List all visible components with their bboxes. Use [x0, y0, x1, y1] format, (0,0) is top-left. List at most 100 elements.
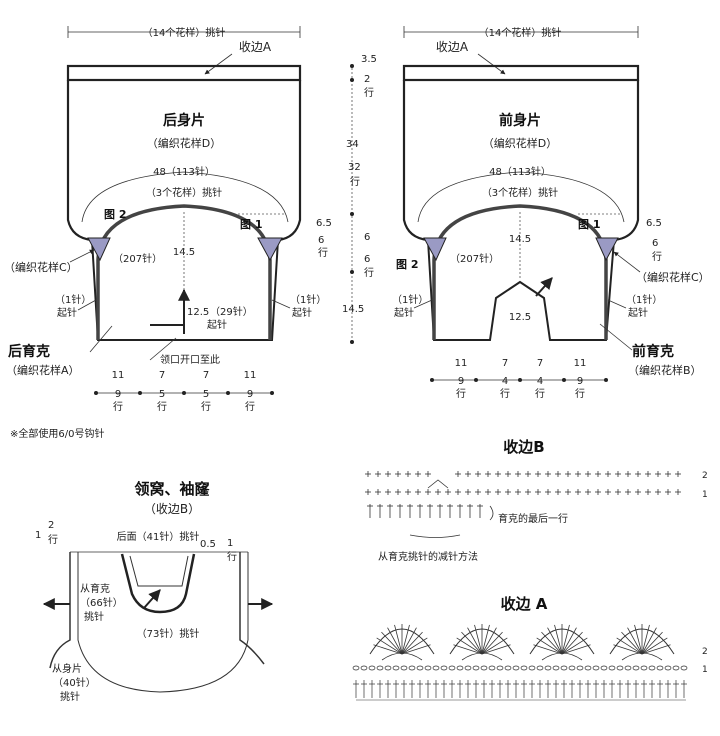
front-motif-pick: （3个花样）挑针: [482, 186, 558, 199]
front-pattern: （编织花样D）: [483, 136, 557, 150]
front-b3-bot: 行: [575, 387, 585, 400]
front-top-band: [402, 64, 640, 82]
front-edging-label: 收边A: [436, 40, 469, 54]
neck-body-sts: （40针）: [53, 676, 96, 689]
back-yoke-title: 后育克: [8, 343, 50, 360]
neck-right-h: 1: [227, 538, 233, 549]
front-title: 前身片: [499, 112, 541, 129]
back-fig-1: 图 1: [240, 218, 262, 231]
dim-d3-unit: 行: [364, 266, 374, 279]
center-dimensions: 3.5 2 行 34 32 行 6 6 行 14.5: [342, 54, 377, 344]
edge-b-stitches: [365, 471, 681, 538]
front-curve-dim: 48（113针）: [489, 165, 551, 178]
dim-d1: 3.5: [361, 54, 377, 65]
neck-left-rows: 2: [48, 520, 54, 531]
dim-d2: 34: [346, 139, 359, 150]
front-b2-mid: 4: [537, 376, 543, 387]
front-b2-top: 7: [537, 358, 543, 369]
edge-a-title: 收边 A: [501, 595, 548, 613]
back-left-sts: （1针）: [55, 293, 91, 306]
back-curve-len: （207针）: [113, 252, 162, 265]
back-b1-mid: 5: [159, 389, 165, 400]
back-fig-2: 图 2: [104, 208, 126, 221]
front-b3-top: 11: [574, 358, 587, 369]
back-neck-note: 领口开口至此: [160, 353, 220, 366]
front-right-start: 起针: [628, 306, 648, 319]
back-b1-bot: 行: [157, 400, 167, 413]
neck-from-yoke: 从育克: [80, 582, 110, 595]
edge-a-row1: 1: [702, 665, 708, 675]
back-yoke-outline: [91, 239, 279, 341]
front-b3-mid: 9: [577, 376, 583, 387]
front-b1-bot: 行: [500, 387, 510, 400]
front-left-start: 起针: [394, 306, 414, 319]
edge-b-chart: 收边B 2 1 育克的最后一行 从育克挑针的减针方法: [365, 438, 708, 563]
front-b1-top: 7: [502, 358, 508, 369]
back-top-band: [66, 64, 302, 82]
neck-front-pick: （73针）挑针: [137, 627, 200, 640]
edge-b-last-row: 育克的最后一行: [498, 512, 568, 525]
back-right-start: 起针: [292, 306, 312, 319]
back-b0-bot: 行: [113, 400, 123, 413]
edge-b-decrease: 从育克挑针的减针方法: [378, 550, 478, 563]
neck-yoke-sts: （66针）: [80, 596, 123, 609]
neck-back-pick: 后面（41针）挑针: [117, 530, 200, 543]
front-yoke-title: 前育克: [632, 343, 674, 360]
dim-d1-rows: 2: [364, 74, 370, 85]
edge-b-row2: 2: [702, 471, 708, 481]
front-side: 6.5: [646, 218, 662, 229]
back-curve-dim: 48（113针）: [153, 165, 215, 178]
front-depth: 12.5: [509, 312, 531, 323]
neck-edging: （收边B）: [144, 502, 200, 516]
back-title: 后身片: [163, 112, 205, 129]
edge-a-chart: 收边 A 2 1: [352, 595, 708, 701]
edge-a-row2: 2: [702, 647, 708, 657]
edge-b-row1: 1: [702, 490, 708, 500]
back-top-width-label: （14个花样）挑针: [143, 26, 226, 39]
front-b2-bot: 行: [535, 387, 545, 400]
front-left-sts: （1针）: [392, 293, 428, 306]
front-side-rows: 6: [652, 238, 658, 249]
front-body-diagram: （14个花样）挑针 收边A 前身片 （编织花样D） 48（113针） （3个花样…: [392, 26, 710, 400]
back-body-diagram: （14个花样）挑针 收边A 后身片 （编织花样D） 48（113针） （3个花样…: [4, 26, 332, 413]
front-right-sts: （1针）: [626, 293, 662, 306]
neck-left-h: 1: [35, 530, 41, 541]
back-left-start: 起针: [57, 306, 77, 319]
neck-back-offset: 0.5: [200, 539, 216, 550]
back-pattern-c: （编织花样C）: [4, 260, 78, 274]
back-b2-top: 7: [203, 370, 209, 381]
back-b3-mid: 9: [247, 389, 253, 400]
neck-from-body: 从身片: [52, 662, 82, 675]
back-right-sts: （1针）: [290, 293, 326, 306]
dim-d3: 6: [364, 232, 370, 243]
front-fig-1: 图 1: [578, 218, 600, 231]
back-b2-bot: 行: [201, 400, 211, 413]
front-b1-mid: 4: [502, 376, 508, 387]
dim-d2-rows: 32: [348, 162, 361, 173]
back-depth: 12.5: [187, 307, 209, 318]
back-b1-top: 7: [159, 370, 165, 381]
front-height: 14.5: [509, 234, 531, 245]
front-yoke-pattern: （编织花样B）: [628, 363, 702, 377]
dim-d1-unit: 行: [364, 86, 374, 99]
front-b0-top: 11: [455, 358, 468, 369]
back-motif-pick: （3个花样）挑针: [146, 186, 222, 199]
front-b0-bot: 行: [456, 387, 466, 400]
front-top-width-label: （14个花样）挑针: [479, 26, 562, 39]
front-b0-mid: 9: [458, 376, 464, 387]
hook-note: ※全部使用6/0号钩针: [10, 427, 104, 440]
back-b2-mid: 5: [203, 389, 209, 400]
back-pattern: （编织花样D）: [147, 136, 221, 150]
back-edging-label: 收边A: [239, 40, 272, 54]
back-side-rows: 6: [318, 235, 324, 246]
back-side: 6.5: [316, 218, 332, 229]
back-b0-mid: 9: [115, 389, 121, 400]
neck-left-unit: 行: [48, 533, 58, 546]
dim-d2-unit: 行: [350, 175, 360, 188]
neck-yoke-pick: 挑针: [84, 610, 104, 623]
dim-d3-rows: 6: [364, 254, 370, 265]
edge-b-title: 收边B: [503, 438, 544, 456]
back-b0-top: 11: [112, 370, 125, 381]
edge-a-stitches: [352, 624, 688, 701]
